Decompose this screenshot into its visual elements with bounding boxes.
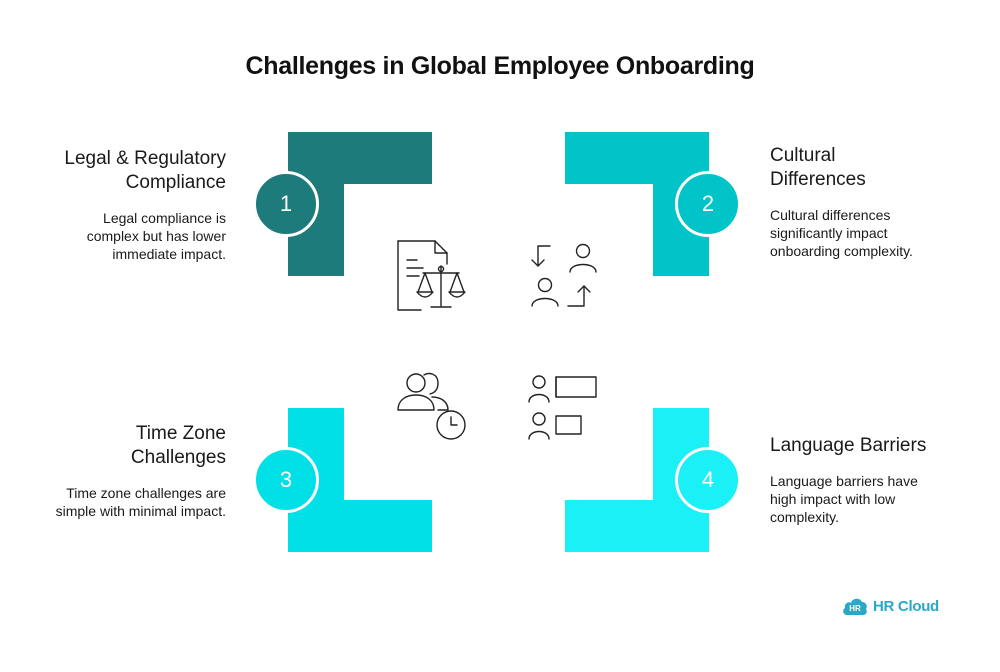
item-1-description: Legal compliance is complex but has lowe… bbox=[86, 210, 226, 262]
number-badge-3: 3 bbox=[253, 447, 319, 513]
people-exchange-icon bbox=[531, 243, 597, 307]
number-badge-2: 2 bbox=[675, 171, 741, 237]
item-2-description: Cultural differences significantly impac… bbox=[770, 207, 913, 259]
item-1-heading: Legal & Regulatory Compliance bbox=[64, 148, 226, 193]
item-3-heading: Time Zone Challenges bbox=[130, 423, 226, 468]
svg-text:HR: HR bbox=[849, 604, 861, 613]
item-3-description: Time zone challenges are simple with min… bbox=[55, 485, 226, 519]
item-4-heading: Language Barriers bbox=[770, 435, 927, 456]
quadrant-2-shape bbox=[565, 132, 709, 276]
number-badge-1: 1 bbox=[253, 171, 319, 237]
people-clock-icon bbox=[397, 372, 466, 440]
legal-document-scales-icon bbox=[397, 240, 466, 311]
page-title: Challenges in Global Employee Onboarding bbox=[245, 52, 755, 80]
item-4-description: Language barriers have high impact with … bbox=[770, 473, 918, 525]
hr-cloud-logo: HR HR Cloud bbox=[842, 595, 939, 617]
item-2-heading: Cultural Differences bbox=[770, 145, 866, 190]
quadrant-4-shape bbox=[565, 408, 709, 552]
number-badge-4: 4 bbox=[675, 447, 741, 513]
hr-cloud-logo-icon: HR bbox=[843, 598, 867, 615]
quadrant-3-shape bbox=[288, 408, 432, 552]
quadrant-1-shape bbox=[288, 132, 432, 276]
people-speech-bubbles-icon bbox=[528, 375, 597, 440]
hr-cloud-logo-text: HR Cloud bbox=[873, 597, 939, 615]
